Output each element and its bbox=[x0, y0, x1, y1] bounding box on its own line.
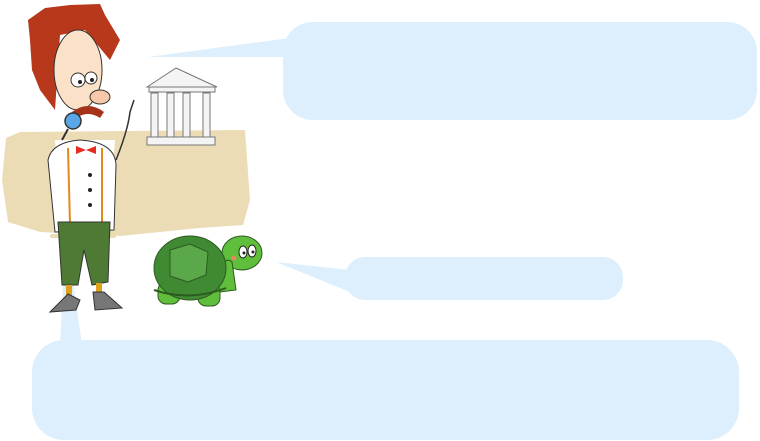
turtle-icon bbox=[153, 235, 263, 307]
temple-icon bbox=[145, 67, 218, 146]
speech-bubble-professor-top bbox=[148, 22, 757, 120]
speech-bubble-turtle bbox=[276, 257, 623, 300]
ground-patch bbox=[2, 130, 250, 238]
magnifying-glass-icon bbox=[61, 112, 82, 141]
professor-icon bbox=[28, 4, 135, 313]
